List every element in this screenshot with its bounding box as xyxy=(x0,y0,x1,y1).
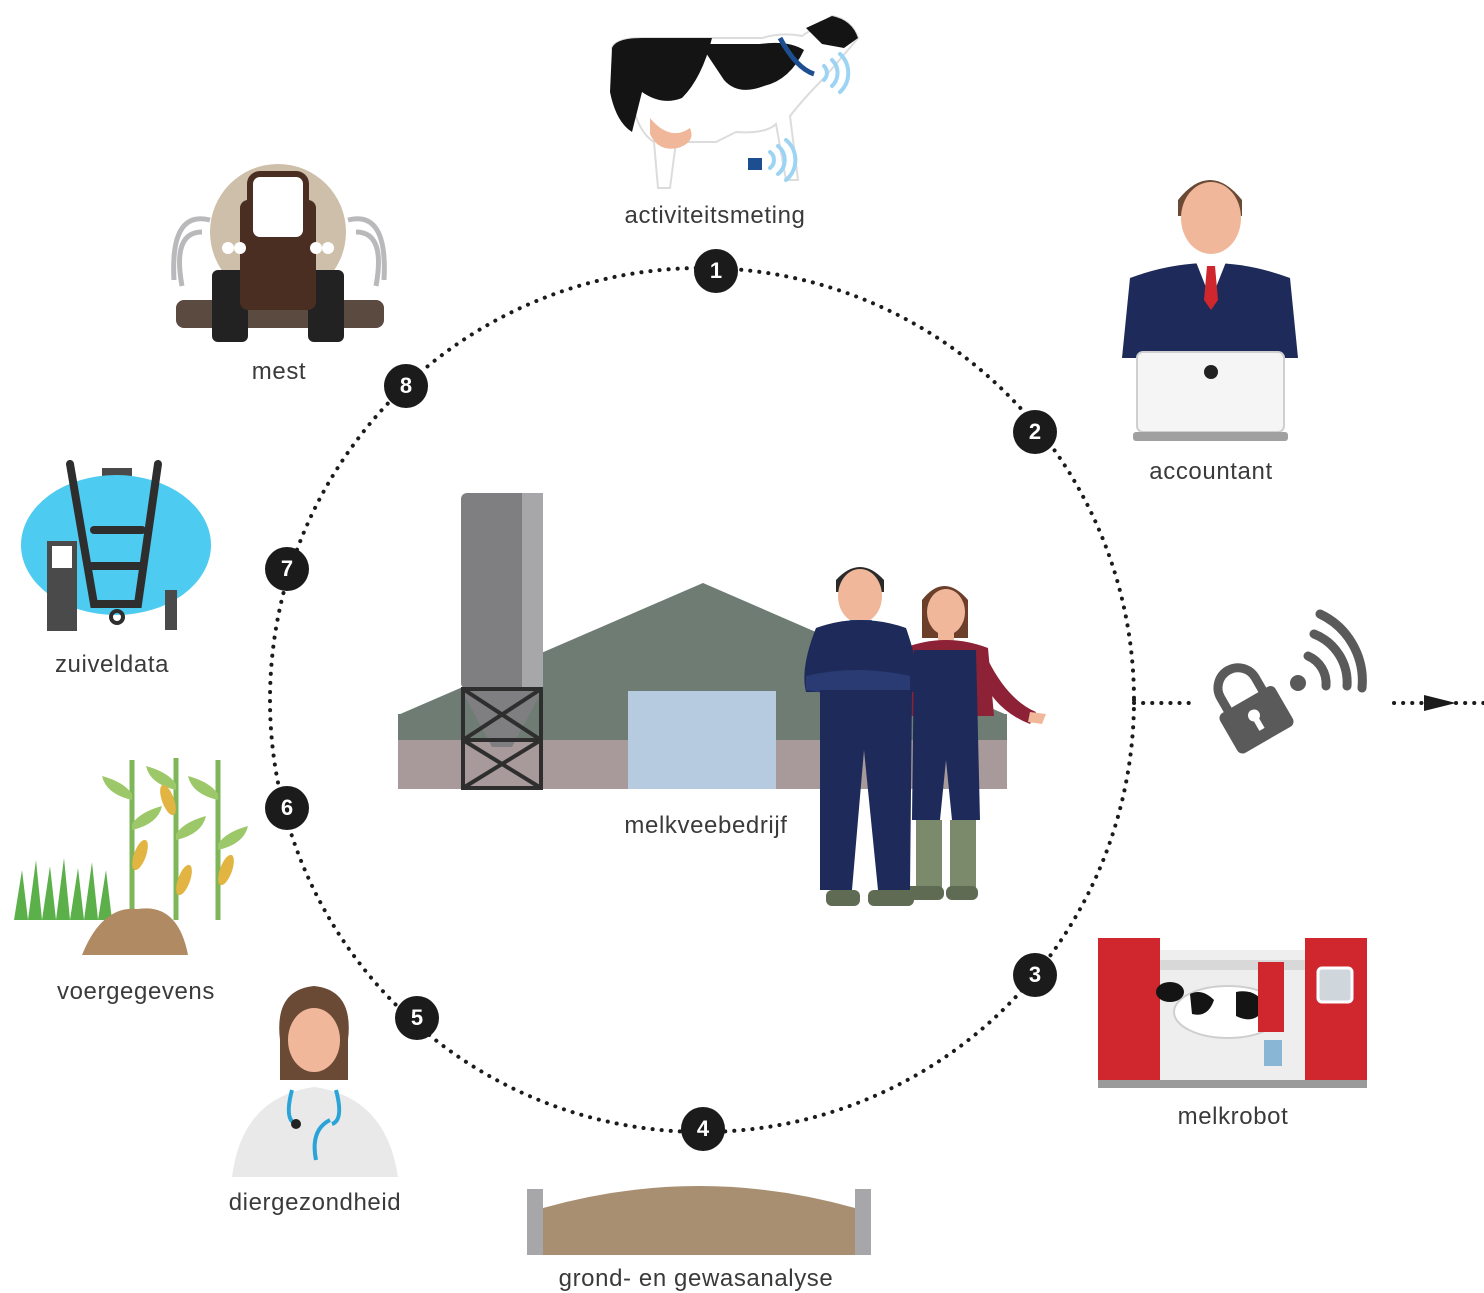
node-label-1: activiteitsmeting xyxy=(624,202,806,229)
step-badge-5: 5 xyxy=(395,996,439,1040)
node-label-2: accountant xyxy=(1149,458,1273,485)
milking-robot-icon xyxy=(1098,938,1367,1088)
milk-tank-icon xyxy=(21,460,211,631)
corn-grass-feed-icon xyxy=(14,758,248,955)
manure-tractor-icon xyxy=(171,164,387,342)
step-badge-6: 6 xyxy=(265,786,309,830)
cycle-ring xyxy=(268,266,1136,1134)
node-label-7: zuiveldata xyxy=(54,651,170,678)
veterinarian-icon xyxy=(232,986,398,1177)
step-badge-3: 3 xyxy=(1013,953,1057,997)
step-badge-1: 1 xyxy=(694,249,738,293)
node-label-3: melkrobot xyxy=(1177,1103,1289,1130)
export-arrow xyxy=(1132,695,1484,711)
padlock-wifi-icon xyxy=(1213,609,1367,754)
accountant-laptop-icon xyxy=(1122,180,1298,441)
step-badge-7: 7 xyxy=(265,547,309,591)
step-badge-2: 2 xyxy=(1013,410,1057,454)
node-label-5: diergezondheid xyxy=(228,1189,402,1216)
center-label: melkveebedrijf xyxy=(624,812,788,839)
step-badge-4: 4 xyxy=(681,1107,725,1151)
node-label-8: mest xyxy=(251,358,307,385)
node-label-6: voergegevens xyxy=(57,978,215,1005)
soil-field-icon xyxy=(527,1186,871,1255)
step-badge-8: 8 xyxy=(384,364,428,408)
farmers-icon xyxy=(804,567,1046,906)
node-label-4: grond- en gewasanalyse xyxy=(558,1265,834,1292)
cow-sensor-icon xyxy=(610,14,860,189)
